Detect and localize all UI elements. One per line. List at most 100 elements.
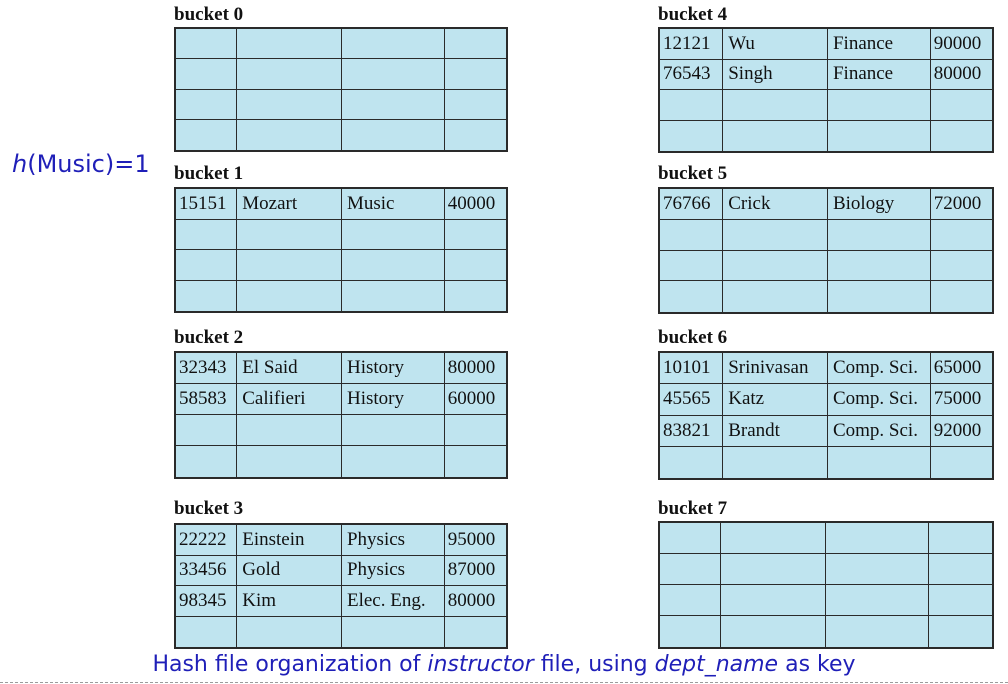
bucket-cell: Srinivasan — [723, 353, 828, 385]
bucket-title: bucket 6 — [658, 327, 728, 348]
bucket-cell — [930, 251, 992, 282]
bucket-cell — [444, 90, 506, 120]
bucket-cell: 80000 — [930, 60, 992, 90]
bucket-title: bucket 1 — [174, 163, 244, 184]
bucket-cell: Brandt — [723, 415, 828, 447]
bucket-cell — [176, 119, 238, 150]
bucket-cell — [660, 523, 722, 554]
bucket-cell — [931, 281, 992, 312]
bucket-cell — [445, 617, 506, 648]
bucket-cell — [237, 59, 342, 90]
hash-function-name: h — [12, 150, 28, 178]
bucket-cell — [341, 59, 445, 90]
bucket-cell: 80000 — [444, 353, 506, 384]
bucket-cell — [660, 585, 722, 616]
bucket-cell — [341, 89, 445, 120]
bucket-title: bucket 4 — [658, 4, 728, 25]
bucket-cell — [928, 585, 992, 616]
bucket-cell — [660, 120, 724, 151]
bucket-cell — [237, 119, 342, 150]
bucket-cell: 45565 — [660, 384, 724, 416]
bucket-cell: 90000 — [930, 29, 992, 60]
bucket-cell — [723, 446, 828, 478]
bucket-cell — [929, 616, 992, 647]
bucket-cell: 10101 — [660, 353, 724, 385]
bucket-cell: Katz — [723, 384, 828, 416]
bucket-title: bucket 5 — [658, 163, 728, 184]
bucket-cell — [176, 446, 238, 477]
bucket-cell — [342, 280, 445, 311]
bucket-cell: 87000 — [444, 556, 506, 586]
bucket-cell — [721, 523, 826, 554]
bucket-cell: 83821 — [660, 415, 724, 447]
bucket-cell — [930, 90, 992, 121]
bucket-cell — [444, 220, 506, 250]
bucket-cell — [237, 250, 342, 281]
bucket-cell: 15151 — [176, 189, 238, 220]
bucket-cell: 95000 — [444, 525, 506, 556]
bucket-cell: Einstein — [237, 525, 342, 556]
bucket-cell — [660, 616, 722, 647]
bucket-cell — [826, 585, 929, 616]
bucket-cell — [826, 523, 929, 554]
bucket-cell — [237, 446, 342, 477]
bucket-cell — [827, 90, 931, 121]
bucket-cell — [723, 250, 828, 282]
bucket-cell — [176, 280, 238, 311]
bucket-cell — [176, 89, 238, 120]
bucket-cell — [176, 29, 238, 60]
bucket-cell: Gold — [237, 555, 342, 586]
bucket-cell — [931, 447, 992, 478]
bucket-cell: 40000 — [444, 189, 506, 220]
caption-file: instructor — [427, 652, 534, 677]
bucket-cell: 58583 — [176, 384, 238, 415]
bucket-cell — [828, 281, 931, 312]
bucket-cell — [444, 415, 506, 446]
bucket-cell — [827, 250, 931, 282]
bucket-7-grid — [658, 521, 994, 649]
bucket-cell: Comp. Sci. — [827, 384, 931, 416]
bucket-cell — [237, 219, 342, 250]
bucket-cell — [176, 250, 238, 281]
bucket-cell: 76766 — [660, 189, 724, 220]
bucket-cell: History — [341, 353, 445, 384]
bucket-cell: Music — [341, 189, 445, 220]
bucket-cell: 98345 — [176, 586, 238, 617]
bucket-cell — [723, 120, 828, 151]
bucket-cell — [237, 415, 342, 446]
bucket-cell — [660, 250, 724, 282]
bucket-0-grid — [174, 27, 508, 152]
bucket-cell: Kim — [237, 586, 342, 617]
bucket-cell: Biology — [827, 189, 931, 220]
caption-part3: as key — [778, 652, 856, 677]
bucket-cell: Singh — [723, 59, 828, 90]
bucket-cell — [444, 29, 506, 60]
bucket-cell — [930, 220, 992, 251]
bucket-cell — [176, 219, 238, 250]
bucket-cell: Finance — [827, 29, 931, 60]
bucket-cell — [445, 446, 506, 477]
bucket-cell: Mozart — [237, 189, 342, 220]
bucket-cell — [723, 90, 828, 121]
bucket-cell — [237, 280, 342, 311]
bucket-cell: 65000 — [930, 353, 992, 385]
bucket-cell: 12121 — [660, 29, 724, 60]
bucket-cell — [445, 120, 506, 150]
hash-function-label: h(Music)=1 — [12, 150, 150, 178]
bucket-cell: 22222 — [176, 525, 238, 556]
bucket-cell — [721, 616, 826, 647]
bucket-cell: Comp. Sci. — [827, 415, 931, 447]
bucket-cell — [237, 29, 342, 60]
bucket-cell: Wu — [723, 29, 828, 60]
caption-part2: file, using — [533, 652, 655, 677]
bottom-dashed-divider — [0, 682, 1008, 683]
bucket-cell: Physics — [341, 525, 445, 556]
bucket-cell — [931, 121, 992, 152]
bucket-cell — [341, 415, 445, 446]
bucket-cell: Crick — [723, 189, 828, 220]
bucket-cell: Elec. Eng. — [341, 586, 445, 617]
